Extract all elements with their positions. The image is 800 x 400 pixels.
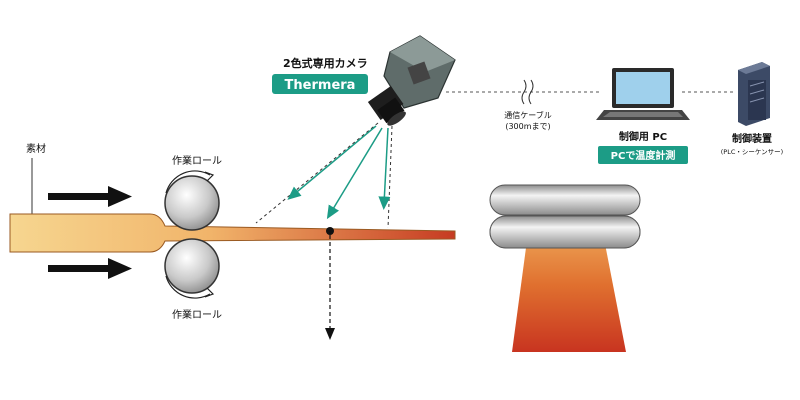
work-roll-top (164, 170, 220, 231)
cable-label: 通信ケーブル (504, 110, 552, 120)
feed-arrow-top (48, 186, 132, 207)
laptop-icon (596, 68, 690, 120)
pc-badge (598, 146, 688, 164)
fov-edge-left (255, 122, 379, 224)
work-roll-bottom (164, 238, 220, 299)
material-strip (9, 213, 456, 253)
work-roll-bottom-label: 作業ロール (172, 308, 222, 321)
pc-label: 制御用 PC (619, 130, 667, 143)
controller-icon (738, 62, 770, 126)
measure-ray-1 (287, 125, 377, 200)
work-roll-top-label: 作業ロール (172, 154, 222, 167)
cable-length-label: (300mまで) (505, 122, 550, 131)
camera-icon (367, 35, 456, 126)
measurement-point (326, 227, 334, 235)
controller-sub-label: (PLC・シーケンサー) (721, 148, 783, 156)
camera-title: 2色式専用カメラ (283, 56, 368, 70)
feed-arrow-bottom (48, 258, 132, 279)
output-roll-bottom-front (489, 215, 641, 249)
material-label: 素材 (26, 142, 46, 155)
measure-ray-2 (326, 127, 383, 220)
cable-break-symbol-2 (528, 79, 534, 105)
thermera-badge (272, 74, 368, 94)
cable-break-symbol-1 (521, 79, 527, 105)
travel-direction-arrowhead (325, 328, 335, 340)
measure-ray-3 (378, 127, 391, 210)
fov-edge-right (387, 125, 393, 229)
thermera-badge-label: Thermera (285, 78, 356, 93)
output-sheet (512, 218, 626, 352)
pc-badge-label: PCで温度計測 (611, 149, 676, 162)
controller-label: 制御装置 (732, 132, 772, 145)
